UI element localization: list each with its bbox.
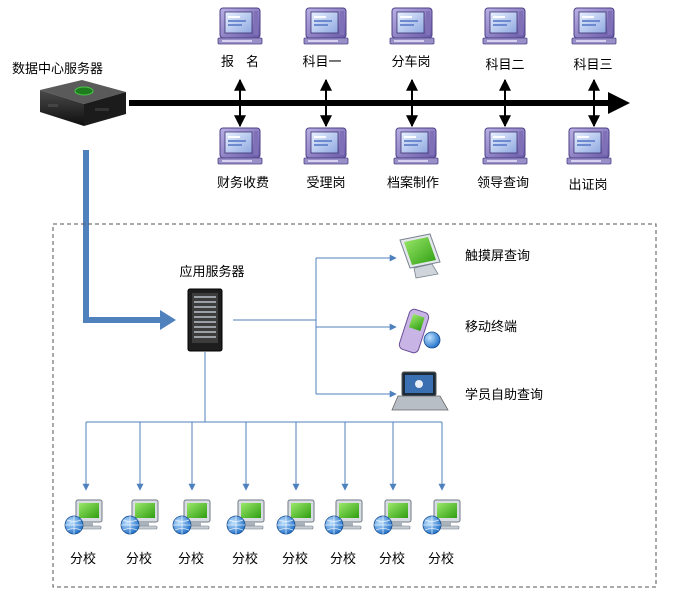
branch-computer-icon xyxy=(64,499,103,535)
touchscreen-monitor-icon xyxy=(399,233,441,279)
bottom-terminal-label-certificate: 出证岗 xyxy=(568,178,608,193)
branch-computer-icon xyxy=(373,499,412,535)
branch-computer-icon xyxy=(172,499,211,535)
top-terminal-label-subject-one: 科目一 xyxy=(302,55,342,70)
branch-computer-icon xyxy=(422,499,461,535)
terminal-monitor-icon xyxy=(303,7,349,45)
terminal-monitor-icon xyxy=(303,127,349,165)
branch-label: 分校 xyxy=(69,552,97,567)
branch-label: 分校 xyxy=(378,552,406,567)
top-terminal-label-car-assignment: 分车岗 xyxy=(391,55,431,70)
branch-label: 分校 xyxy=(125,552,153,567)
branch-computer-icon xyxy=(226,499,265,535)
mobile-phone-icon xyxy=(398,308,441,354)
bottom-terminal-label-acceptance: 受理岗 xyxy=(306,176,346,191)
branch-label: 分校 xyxy=(427,552,455,567)
terminal-monitor-icon xyxy=(217,127,263,165)
branch-computer-icon xyxy=(120,499,159,535)
output-label-student-self-service: 学员自助查询 xyxy=(465,388,544,403)
bottom-terminal-label-archives: 档案制作 xyxy=(386,176,440,191)
app-server-label: 应用服务器 xyxy=(179,265,245,280)
bottom-terminal-label-finance: 财务收费 xyxy=(216,176,270,191)
backbone-bar xyxy=(129,100,611,106)
branch-distribution-lines xyxy=(82,352,446,491)
terminal-monitor-icon xyxy=(393,127,439,165)
data-center-server-icon xyxy=(40,80,126,126)
datacenter-to-appserver-connector xyxy=(83,150,166,323)
output-label-mobile: 移动终端 xyxy=(465,320,518,335)
local-network-boundary xyxy=(52,223,657,588)
terminal-monitor-icon xyxy=(389,7,435,45)
laptop-icon xyxy=(391,371,449,411)
top-terminal-label-registration: 报名 xyxy=(220,55,272,70)
branch-computer-icon xyxy=(276,499,315,535)
branch-label: 分校 xyxy=(281,552,309,567)
data-center-label: 数据中心服务器 xyxy=(12,62,104,77)
top-terminal-label-subject-two: 科目二 xyxy=(485,58,525,73)
application-server-icon xyxy=(187,288,223,352)
branch-label: 分校 xyxy=(329,552,357,567)
branch-computer-icon xyxy=(324,499,363,535)
backbone-arrowhead xyxy=(608,92,630,114)
branch-label: 分校 xyxy=(231,552,259,567)
terminal-monitor-icon xyxy=(482,127,528,165)
terminal-monitor-icon xyxy=(217,7,263,45)
terminal-link-arrows xyxy=(234,78,600,128)
appserver-output-connectors xyxy=(233,254,397,398)
bottom-terminal-label-management-query: 领导查询 xyxy=(476,176,530,191)
top-terminal-label-subject-three: 科目三 xyxy=(573,58,613,73)
branch-label: 分校 xyxy=(177,552,205,567)
output-label-touchscreen: 触摸屏查询 xyxy=(465,249,531,264)
connector-arrowhead xyxy=(160,310,176,330)
terminal-monitor-icon xyxy=(482,7,528,45)
terminal-monitor-icon xyxy=(566,127,612,165)
terminal-monitor-icon xyxy=(571,7,617,45)
